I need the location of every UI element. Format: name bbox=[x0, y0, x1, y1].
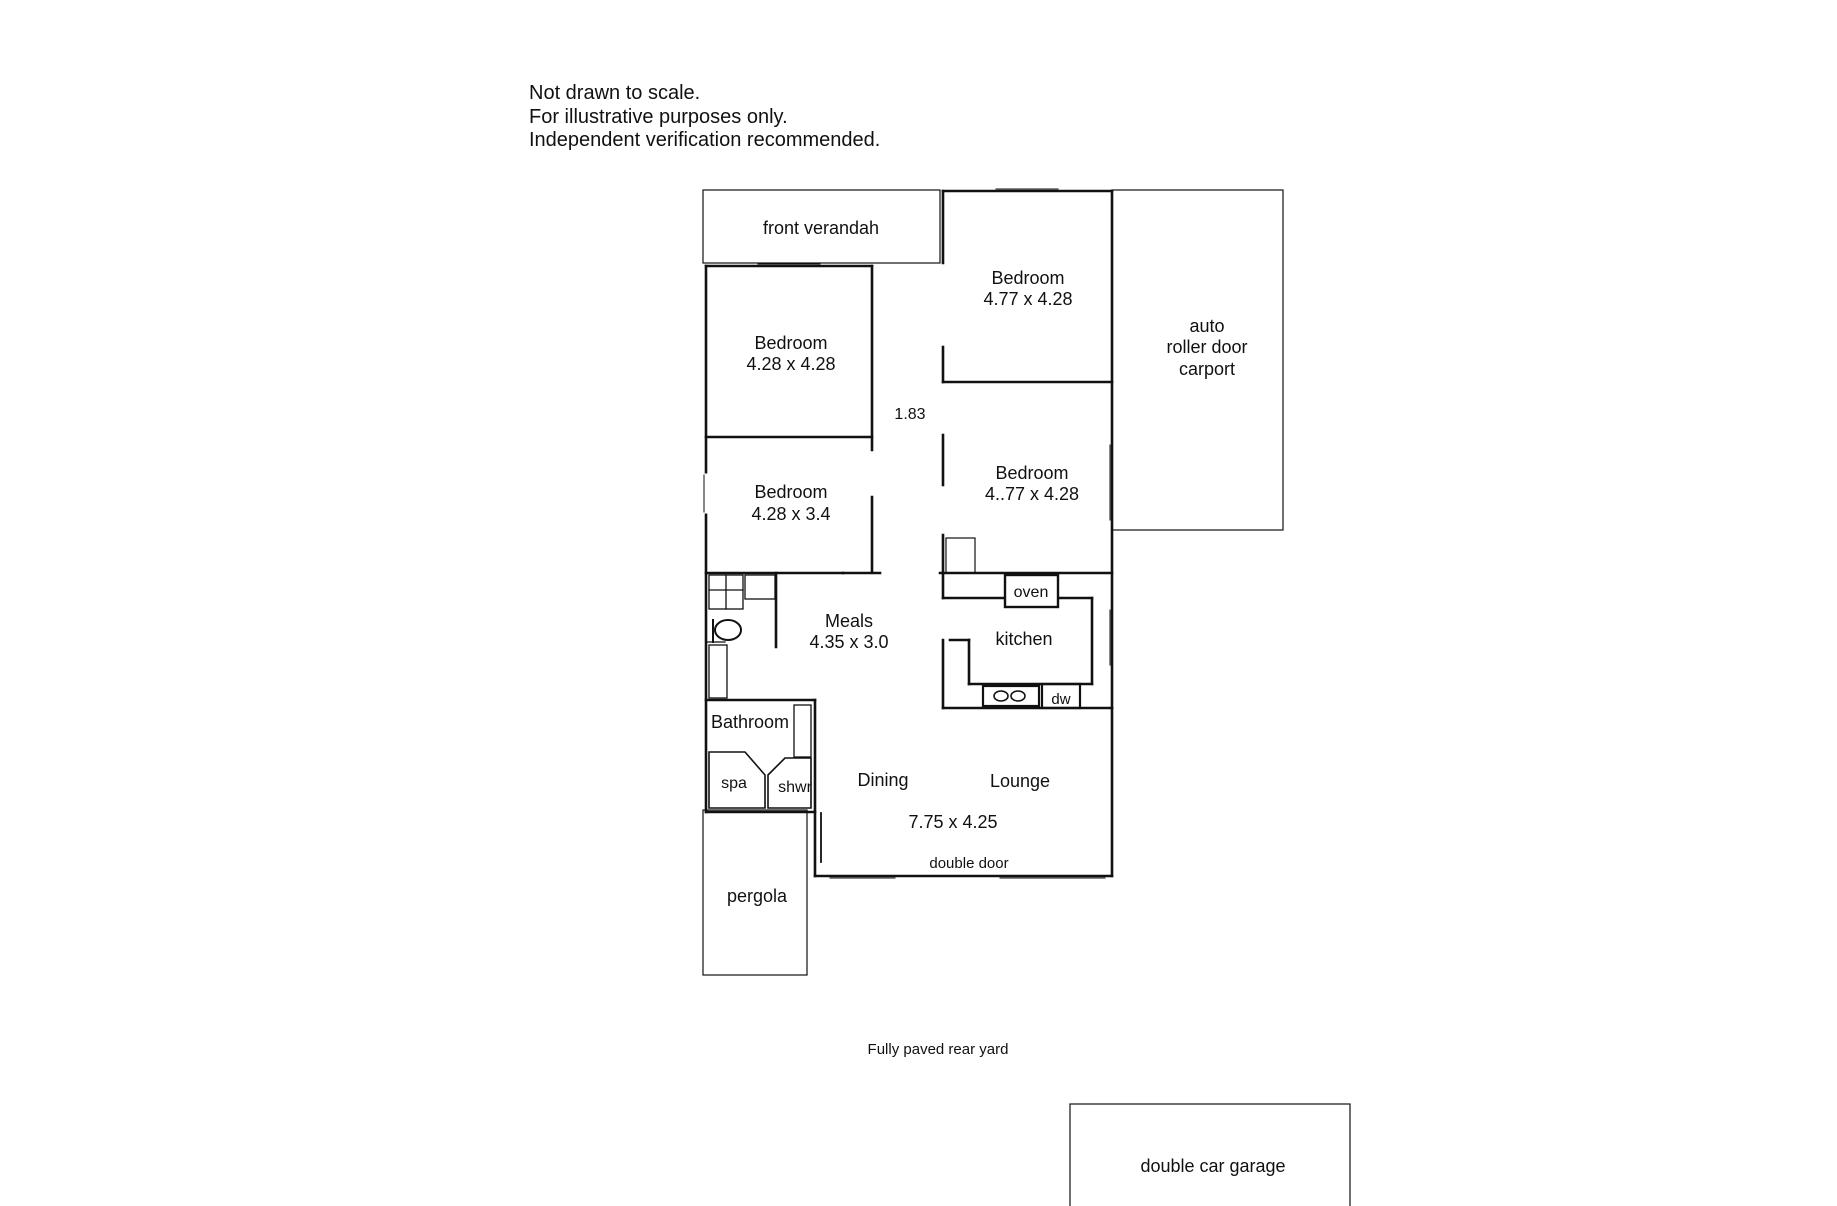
dishwasher-label: dw bbox=[1051, 691, 1070, 708]
carport-line-3: carport bbox=[1179, 359, 1235, 379]
bedroom-ne-size: 4.77 x 4.28 bbox=[983, 289, 1072, 309]
oven-box bbox=[1003, 573, 1060, 609]
spa-outline bbox=[708, 751, 766, 809]
garage-label: double car garage bbox=[1140, 1156, 1285, 1176]
spa-label: spa bbox=[721, 775, 747, 792]
pergola-outline bbox=[702, 809, 808, 976]
carport-line-2: roller door bbox=[1166, 337, 1247, 357]
dining-label: Dining bbox=[857, 770, 908, 790]
bathroom-label: Bathroom bbox=[711, 712, 789, 732]
bath-tub bbox=[793, 704, 812, 758]
walls bbox=[702, 188, 1351, 1206]
lounge-label: Lounge bbox=[990, 771, 1050, 791]
front-verandah-outline bbox=[702, 189, 941, 264]
sink-bowl-right bbox=[1010, 690, 1026, 702]
disclaimer: Not drawn to scale. For illustrative pur… bbox=[529, 82, 880, 153]
bedroom-nw-size: 4.28 x 4.28 bbox=[746, 354, 835, 374]
disclaimer-line-3: Independent verification recommended. bbox=[529, 129, 881, 151]
bedroom-se-label: Bedroom bbox=[995, 463, 1068, 483]
pantry-box bbox=[945, 537, 976, 574]
bedroom-se-size: 4..77 x 4.28 bbox=[985, 484, 1079, 504]
bedroom-nw-label: Bedroom bbox=[754, 333, 827, 353]
oven-label: oven bbox=[1014, 584, 1049, 601]
sink-bowl-left bbox=[993, 690, 1009, 702]
vanity-basin bbox=[708, 644, 728, 699]
vanity-cabinet bbox=[744, 574, 776, 600]
meals-size: 4.35 x 3.0 bbox=[809, 632, 888, 652]
carport-line-1: auto bbox=[1189, 316, 1224, 336]
bedroom-ne-label: Bedroom bbox=[991, 268, 1064, 288]
labels: front verandah Bedroom 4.77 x 4.28 Bedro… bbox=[711, 218, 1286, 1176]
kitchen-label: kitchen bbox=[995, 629, 1052, 649]
shower-label: shwr bbox=[778, 779, 812, 796]
sink-box bbox=[981, 684, 1041, 708]
bedroom-sw-size: 4.28 x 3.4 bbox=[751, 504, 830, 524]
living-size: 7.75 x 4.25 bbox=[908, 812, 997, 832]
pergola-label: pergola bbox=[727, 886, 788, 906]
front-verandah-label: front verandah bbox=[763, 218, 879, 238]
meals-label: Meals bbox=[825, 611, 873, 631]
disclaimer-line-2: For illustrative purposes only. bbox=[529, 105, 788, 128]
bedroom-sw-label: Bedroom bbox=[754, 482, 827, 502]
rear-yard-label: Fully paved rear yard bbox=[868, 1041, 1009, 1058]
garage-outline bbox=[1069, 1103, 1351, 1206]
disclaimer-line-1: Not drawn to scale. bbox=[529, 82, 701, 104]
dishwasher-box bbox=[1040, 682, 1082, 710]
double-door-label: double door bbox=[929, 855, 1008, 872]
shower-outline bbox=[767, 757, 812, 809]
hall-width-label: 1.83 bbox=[894, 406, 925, 423]
toilet-icon bbox=[714, 619, 742, 641]
